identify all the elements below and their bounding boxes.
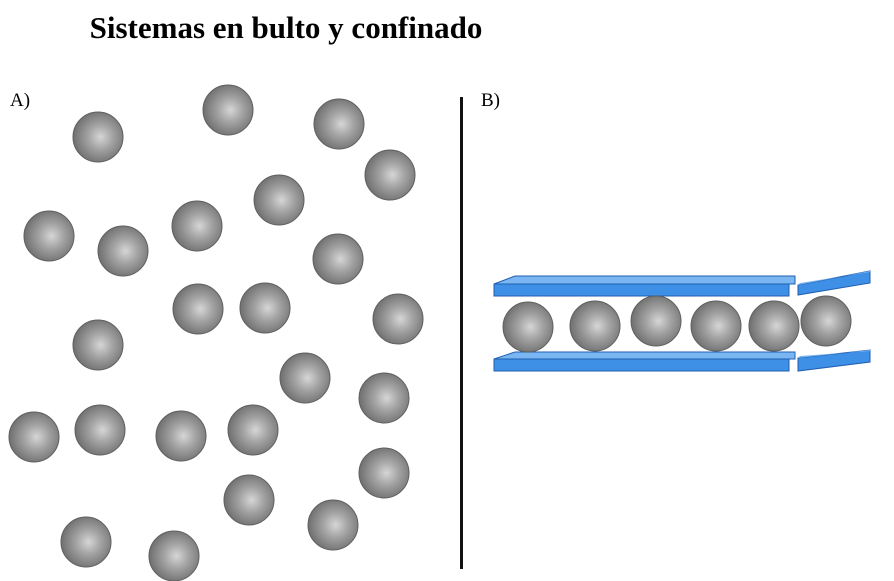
particle bbox=[223, 474, 275, 526]
particle bbox=[8, 411, 60, 463]
panel-divider bbox=[460, 97, 463, 569]
particle bbox=[72, 111, 124, 163]
confined-particles bbox=[502, 295, 852, 353]
panel-b-label: B) bbox=[481, 90, 500, 111]
particle bbox=[748, 300, 800, 352]
page-title: Sistemas en bulto y confinado bbox=[89, 10, 483, 45]
particle bbox=[239, 282, 291, 334]
particle bbox=[202, 84, 254, 136]
particle bbox=[155, 410, 207, 462]
bulk-particles bbox=[8, 84, 424, 581]
particle bbox=[502, 301, 554, 353]
particle bbox=[800, 295, 852, 347]
particle bbox=[148, 530, 200, 581]
particle bbox=[358, 372, 410, 424]
particle bbox=[307, 499, 359, 551]
particle bbox=[60, 516, 112, 568]
particle bbox=[227, 404, 279, 456]
particle bbox=[72, 319, 124, 371]
particle bbox=[23, 210, 75, 262]
particle bbox=[569, 300, 621, 352]
top-plate bbox=[493, 270, 871, 297]
particle bbox=[279, 352, 331, 404]
particle bbox=[358, 447, 410, 499]
particle bbox=[97, 225, 149, 277]
particle bbox=[312, 233, 364, 285]
particle bbox=[690, 300, 742, 352]
particle bbox=[372, 293, 424, 345]
particle bbox=[364, 149, 416, 201]
confined-system bbox=[493, 270, 871, 372]
particle bbox=[253, 174, 305, 226]
bottom-plate bbox=[493, 349, 871, 372]
panel-a-label: A) bbox=[10, 90, 31, 111]
particle bbox=[172, 283, 224, 335]
particle bbox=[630, 295, 682, 347]
particle bbox=[171, 200, 223, 252]
particle bbox=[313, 98, 365, 150]
particle bbox=[74, 404, 126, 456]
